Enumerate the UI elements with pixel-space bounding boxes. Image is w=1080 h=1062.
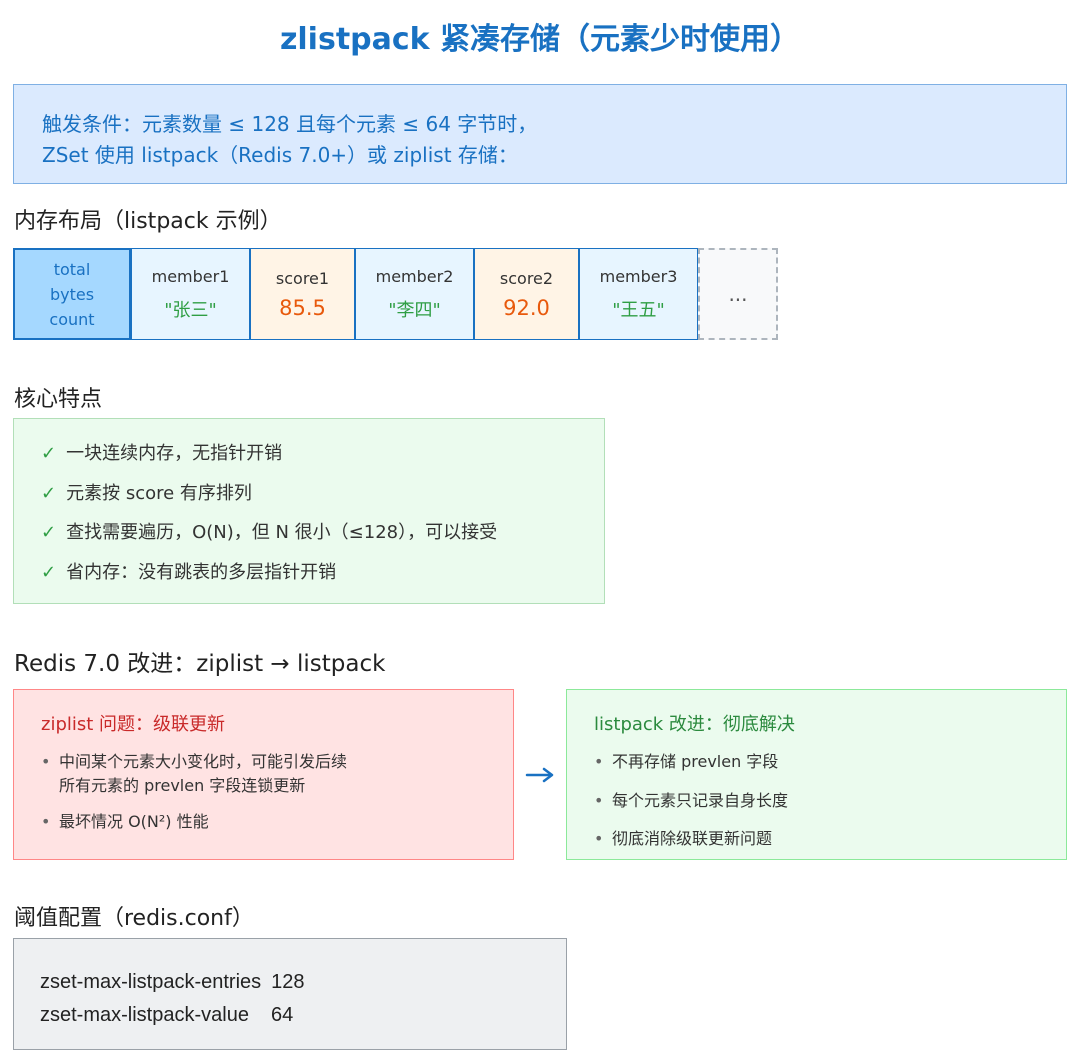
listpack-improvement-bullet: 彻底消除级联更新问题 <box>594 827 1066 851</box>
header-cell-line-2: bytes <box>49 284 95 304</box>
ziplist-problem-title: ziplist 问题：级联更新 <box>41 714 226 735</box>
arrow-right-icon <box>525 764 557 786</box>
config-row: zset-max-listpack-value 64 <box>40 999 566 1032</box>
check-icon: ✓ <box>41 522 57 543</box>
config-key: zset-max-listpack-value <box>40 1004 249 1026</box>
config-code-box: zset-max-listpack-entries 128 zset-max-li… <box>13 938 567 1050</box>
header-cell-line-1: total <box>53 259 91 279</box>
page-title: zlistpack 紧凑存储（元素少时使用） <box>279 22 801 57</box>
ziplist-problem-box: ziplist 问题：级联更新 中间某个元素大小变化时，可能引发后续 所有元素的… <box>13 689 514 860</box>
bullet-line: 所有元素的 prevlen 字段连锁更新 <box>59 776 306 795</box>
listpack-entry-score2: score2 92.0 <box>474 248 579 340</box>
bullet-line: 中间某个元素大小变化时，可能引发后续 <box>59 752 348 771</box>
config-value: 64 <box>270 1004 294 1026</box>
listpack-header-cell: total bytes count <box>13 248 131 340</box>
feature-text: 省内存：没有跳表的多层指针开销 <box>66 561 337 583</box>
config-key: zset-max-listpack-entries <box>40 971 262 993</box>
listpack-entry-member3: member3 "王五" <box>579 248 698 340</box>
entry-value: "张三" <box>164 299 217 321</box>
listpack-improvement-bullet: 每个元素只记录自身长度 <box>594 789 1066 813</box>
improvement-heading: Redis 7.0 改进：ziplist → listpack <box>14 651 386 677</box>
feature-item: ✓ 一块连续内存，无指针开销 <box>41 444 604 464</box>
check-icon: ✓ <box>41 443 57 464</box>
ziplist-problem-bullet: 中间某个元素大小变化时，可能引发后续 所有元素的 prevlen 字段连锁更新 <box>41 750 513 798</box>
feature-text: 查找需要遍历，O(N)，但 N 很小（≤128），可以接受 <box>66 522 498 543</box>
listpack-improvement-title: listpack 改进：彻底解决 <box>594 714 795 735</box>
entry-value: 92.0 <box>503 295 550 320</box>
entry-name: member3 <box>599 266 678 286</box>
check-icon: ✓ <box>41 561 57 583</box>
trigger-condition-box: 触发条件：元素数量 ≤ 128 且每个元素 ≤ 64 字节时， ZSet 使用 … <box>13 84 1067 184</box>
trigger-line-2: ZSet 使用 listpack（Redis 7.0+）或 ziplist 存储… <box>42 143 518 167</box>
memory-layout-heading: 内存布局（listpack 示例） <box>14 209 282 234</box>
entry-name: score2 <box>499 268 554 288</box>
entry-value: "王五" <box>612 299 665 321</box>
listpack-improvement-bullet: 不再存储 prevlen 字段 <box>594 750 1066 774</box>
feature-item: ✓ 查找需要遍历，O(N)，但 N 很小（≤128），可以接受 <box>41 523 604 543</box>
entry-name: member1 <box>151 266 230 286</box>
feature-text: 元素按 score 有序排列 <box>66 482 252 504</box>
config-value: 128 <box>271 971 305 993</box>
feature-item: ✓ 元素按 score 有序排列 <box>41 482 604 504</box>
more-ellipsis: ... <box>728 282 748 306</box>
feature-text: 一块连续内存，无指针开销 <box>66 443 283 464</box>
feature-item: ✓ 省内存：没有跳表的多层指针开销 <box>41 561 604 583</box>
header-cell-line-3: count <box>49 309 95 329</box>
entry-value: 85.5 <box>279 295 326 320</box>
listpack-entry-member2: member2 "李四" <box>355 248 474 340</box>
listpack-more-cell: ... <box>698 248 778 340</box>
features-box: ✓ 一块连续内存，无指针开销 ✓ 元素按 score 有序排列 ✓ 查找需要遍历，O(… <box>13 418 605 604</box>
listpack-improvement-box: listpack 改进：彻底解决 不再存储 prevlen 字段 每个元素只记录… <box>566 689 1067 860</box>
config-heading: 阈值配置（redis.conf） <box>14 906 254 931</box>
features-heading: 核心特点 <box>14 387 103 412</box>
listpack-entry-score1: score1 85.5 <box>250 248 355 340</box>
entry-name: score1 <box>275 268 330 288</box>
trigger-line-1: 触发条件：元素数量 ≤ 128 且每个元素 ≤ 64 字节时， <box>42 112 538 136</box>
check-icon: ✓ <box>41 482 57 504</box>
ziplist-problem-bullet: 最坏情况 O(N²) 性能 <box>41 810 513 834</box>
config-row: zset-max-listpack-entries 128 <box>40 966 566 999</box>
listpack-entry-member1: member1 "张三" <box>131 248 250 340</box>
entry-value: "李四" <box>388 299 441 321</box>
entry-name: member2 <box>375 266 454 286</box>
